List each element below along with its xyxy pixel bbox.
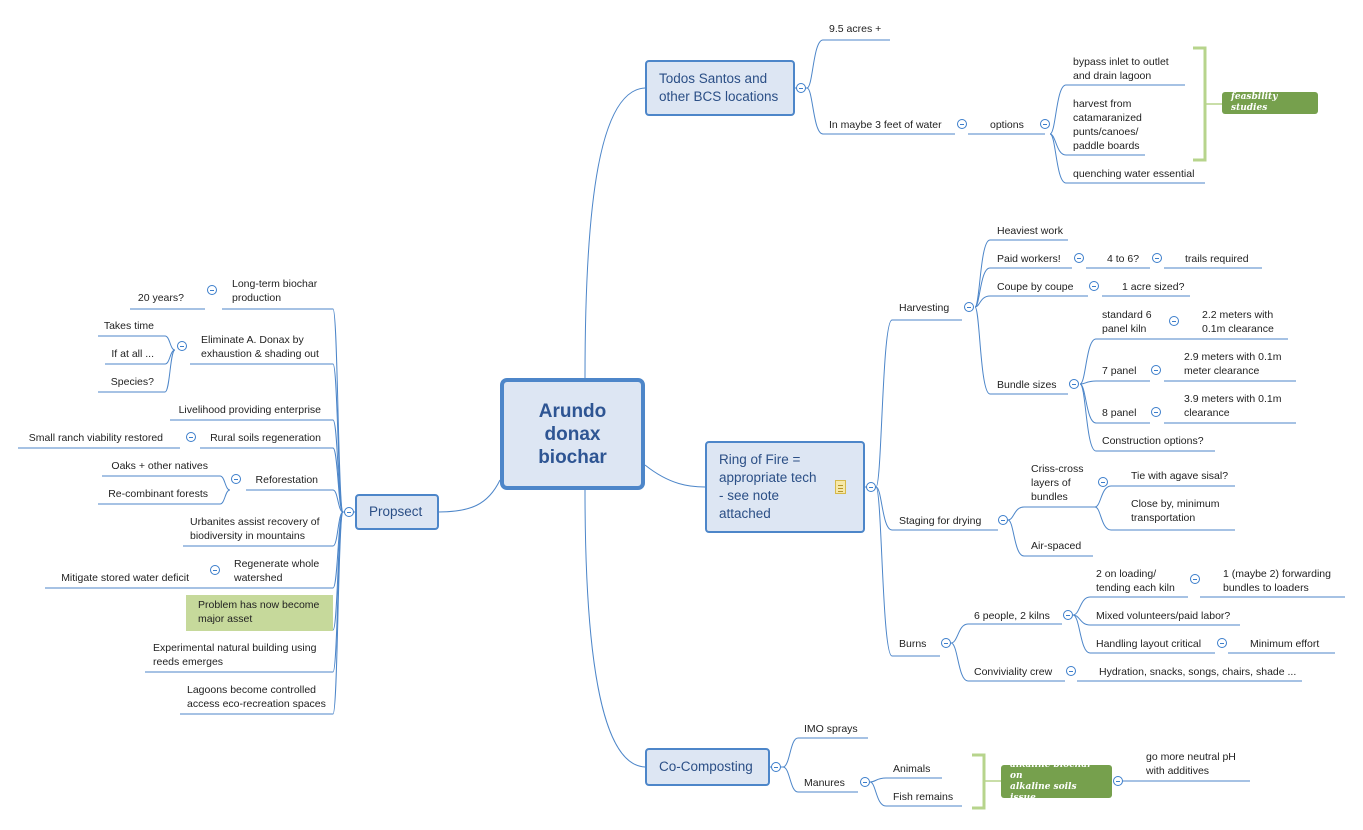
node-bypass-inlet[interactable]: bypass inlet to outlet and drain lagoon [1073, 56, 1169, 82]
node-bundle-sizes[interactable]: Bundle sizes [997, 379, 1057, 391]
node-2-2-meters[interactable]: 2.2 meters with 0.1m clearance [1202, 309, 1274, 335]
node-regenerate-watershed[interactable]: Regenerate whole watershed [234, 558, 320, 584]
node-2-9-meters[interactable]: 2.9 meters with 0.1m meter clearance [1184, 351, 1282, 377]
node-3-9-meters[interactable]: 3.9 meters with 0.1m clearance [1184, 393, 1282, 419]
node-7-panel[interactable]: 7 panel [1102, 365, 1137, 377]
collapse-toggle-standard-6[interactable] [1169, 316, 1179, 326]
note-attachment-icon[interactable] [835, 480, 846, 494]
collapse-toggle-8-panel[interactable] [1151, 407, 1161, 417]
node-hydration[interactable]: Hydration, snacks, songs, chairs, shade … [1099, 666, 1297, 678]
topic-todos-santos[interactable]: Todos Santos and other BCS locations [645, 60, 795, 116]
node-livelihood[interactable]: Livelihood providing enterprise [178, 404, 321, 416]
node-animals[interactable]: Animals [893, 763, 931, 775]
node-4-to-6[interactable]: 4 to 6? [1107, 253, 1140, 265]
node-forwarding-bundles[interactable]: 1 (maybe 2) forwarding bundles to loader… [1223, 568, 1331, 594]
node-reforestation[interactable]: Reforestation [255, 474, 318, 486]
collapse-toggle-ring[interactable] [866, 482, 876, 492]
node-go-more-neutral[interactable]: go more neutral pH with additives [1146, 751, 1236, 777]
node-long-term-biochar[interactable]: Long-term biochar production [232, 278, 318, 304]
node-8-panel[interactable]: 8 panel [1102, 407, 1137, 419]
node-criss-cross[interactable]: Criss-cross layers of bundles [1031, 463, 1084, 503]
node-construction-options[interactable]: Construction options? [1102, 435, 1204, 447]
node-harvesting[interactable]: Harvesting [899, 302, 950, 314]
collapse-toggle-manures[interactable] [860, 777, 870, 787]
node-heaviest-work[interactable]: Heaviest work [997, 225, 1063, 237]
topic-ring-of-fire[interactable]: Ring of Fire = appropriate tech - see no… [705, 441, 865, 533]
node-recombinant[interactable]: Re-combinant forests [108, 488, 208, 500]
node-minimum-effort[interactable]: Minimum effort [1250, 638, 1320, 650]
collapse-toggle-prospect[interactable] [344, 507, 354, 517]
node-imo-sprays[interactable]: IMO sprays [804, 723, 858, 735]
collapse-toggle-harvesting[interactable] [964, 302, 974, 312]
node-burns[interactable]: Burns [899, 638, 927, 650]
callout-feasibility-studies[interactable]: feasbility studies [1222, 92, 1318, 114]
collapse-toggle-6-people[interactable] [1063, 610, 1073, 620]
collapse-toggle-water[interactable] [957, 119, 967, 129]
node-handling-layout[interactable]: Handling layout critical [1096, 638, 1202, 650]
collapse-toggle-rural[interactable] [186, 432, 196, 442]
node-rural-soils[interactable]: Rural soils regeneration [210, 432, 321, 444]
node-options[interactable]: options [990, 119, 1024, 131]
node-problem-major-asset[interactable]: Problem has now become major asset [186, 595, 333, 631]
node-air-spaced[interactable]: Air-spaced [1031, 540, 1082, 552]
topic-co-composting[interactable]: Co-Composting [645, 748, 770, 786]
node-urbanites[interactable]: Urbanites assist recovery of biodiversit… [190, 516, 320, 542]
node-standard-6-panel[interactable]: standard 6 panel kiln [1102, 309, 1152, 335]
node-trails-required[interactable]: trails required [1185, 253, 1249, 265]
central-topic[interactable]: Arundo donax biochar [500, 378, 645, 490]
node-species[interactable]: Species? [110, 376, 154, 388]
collapse-toggle-reforestation[interactable] [231, 474, 241, 484]
node-tie-agave-sisal[interactable]: Tie with agave sisal? [1131, 470, 1229, 482]
node-paid-workers[interactable]: Paid workers! [997, 253, 1061, 265]
node-staging-for-drying[interactable]: Staging for drying [899, 515, 982, 527]
collapse-toggle-criss-cross[interactable] [1098, 477, 1108, 487]
node-if-at-all[interactable]: If at all ... [111, 348, 154, 360]
node-takes-time[interactable]: Takes time [103, 320, 154, 332]
collapse-toggle-handling[interactable] [1217, 638, 1227, 648]
node-6-people-2-kilns[interactable]: 6 people, 2 kilns [974, 610, 1050, 622]
collapse-toggle-conviviality[interactable] [1066, 666, 1076, 676]
node-experimental-building[interactable]: Experimental natural building using reed… [153, 642, 317, 668]
node-small-ranch[interactable]: Small ranch viability restored [28, 432, 163, 444]
node-fish-remains[interactable]: Fish remains [893, 791, 954, 803]
node-coupe-by-coupe[interactable]: Coupe by coupe [997, 281, 1074, 293]
node-eliminate-a-donax[interactable]: Eliminate A. Donax by exhaustion & shadi… [201, 334, 319, 360]
collapse-toggle-coupe[interactable] [1089, 281, 1099, 291]
node-manures[interactable]: Manures [804, 777, 845, 789]
collapse-toggle-options[interactable] [1040, 119, 1050, 129]
collapse-toggle-7-panel[interactable] [1151, 365, 1161, 375]
collapse-toggle-eliminate[interactable] [177, 341, 187, 351]
node-close-by[interactable]: Close by, minimum transportation [1131, 498, 1220, 524]
collapse-toggle-staging[interactable] [998, 515, 1008, 525]
collapse-toggle-long-term[interactable] [207, 285, 217, 295]
collapse-toggle-regenerate[interactable] [210, 565, 220, 575]
collapse-toggle-4-to-6[interactable] [1152, 253, 1162, 263]
node-20-years[interactable]: 20 years? [137, 292, 184, 304]
topic-prospect[interactable]: Propsect [355, 494, 439, 530]
node-9-5-acres[interactable]: 9.5 acres + [829, 23, 882, 35]
node-conviviality-crew[interactable]: Conviviality crew [974, 666, 1053, 678]
node-harvest-from[interactable]: harvest from catamaranized punts/canoes/… [1073, 98, 1142, 152]
callout-alkaline-biochar[interactable]: alkaline biochar on alkaline soils issue [1001, 760, 1112, 803]
collapse-toggle-2-on-loading[interactable] [1190, 574, 1200, 584]
node-quenching-water[interactable]: quenching water essential [1073, 168, 1195, 180]
collapse-toggle-burns[interactable] [941, 638, 951, 648]
collapse-toggle-bundle-sizes[interactable] [1069, 379, 1079, 389]
collapse-toggle-co-composting[interactable] [771, 762, 781, 772]
node-mitigate[interactable]: Mitigate stored water deficit [61, 572, 189, 584]
node-mixed-volunteers[interactable]: Mixed volunteers/paid labor? [1096, 610, 1231, 622]
collapse-toggle-todos[interactable] [796, 83, 806, 93]
node-3-feet-water[interactable]: In maybe 3 feet of water [829, 119, 942, 131]
node-2-on-loading[interactable]: 2 on loading/ tending each kiln [1096, 568, 1175, 594]
collapse-toggle-alkaline[interactable] [1113, 776, 1123, 786]
node-1-acre-sized[interactable]: 1 acre sized? [1122, 281, 1185, 293]
node-oaks[interactable]: Oaks + other natives [111, 460, 208, 472]
node-lagoons[interactable]: Lagoons become controlled access eco-rec… [187, 684, 326, 710]
collapse-toggle-paid[interactable] [1074, 253, 1084, 263]
